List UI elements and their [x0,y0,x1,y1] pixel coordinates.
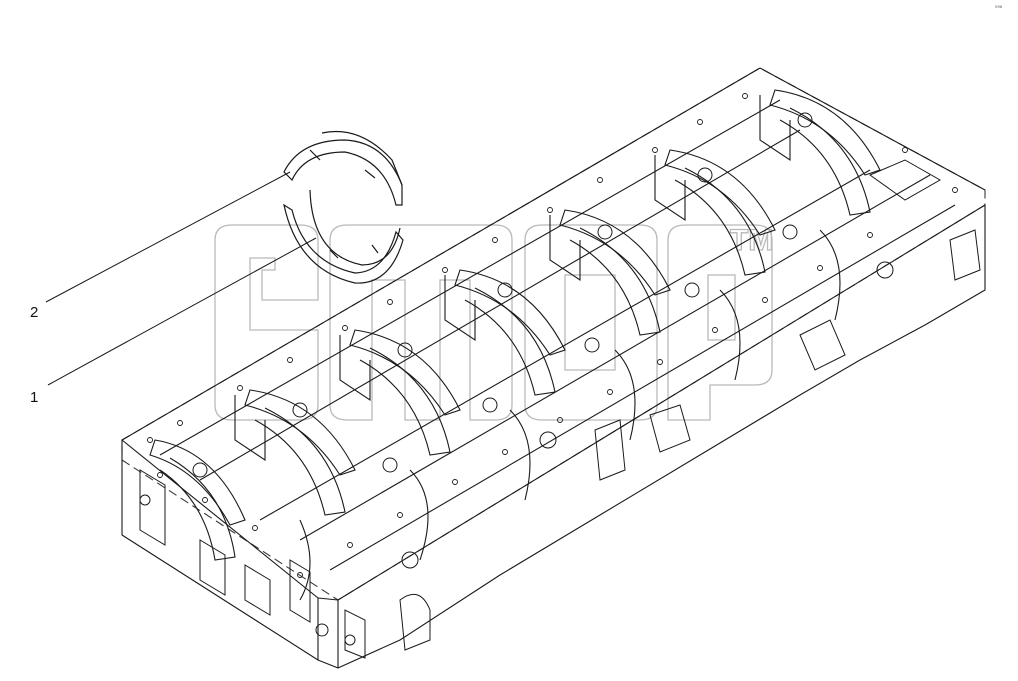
leader-lines [45,171,317,386]
saddle-1 [759,89,881,216]
saddle-2 [654,149,776,276]
saddle-5 [339,329,461,456]
saddle-6 [234,389,356,516]
washer-upper [283,130,403,206]
watermark-logo: TM [214,223,774,421]
engine-block [121,67,986,669]
callout-1: 1 [30,389,38,406]
callout-2: 2 [30,304,38,321]
side-bosses [594,159,981,481]
washer-lower [283,189,404,284]
bearing-saddles [149,89,881,601]
thrust-washers [283,130,404,284]
outline-dots [147,93,958,578]
leader-line-2 [45,171,291,303]
saddle-7 [149,439,246,561]
block-dashed-outline [121,67,986,601]
leader-line-1 [47,237,317,386]
saddle-3 [549,209,671,336]
bolt-holes [139,112,894,646]
corner-mark: ⁰⁹⁶ [995,5,1003,12]
saddle-4 [444,269,566,396]
front-face-detail [139,469,431,659]
